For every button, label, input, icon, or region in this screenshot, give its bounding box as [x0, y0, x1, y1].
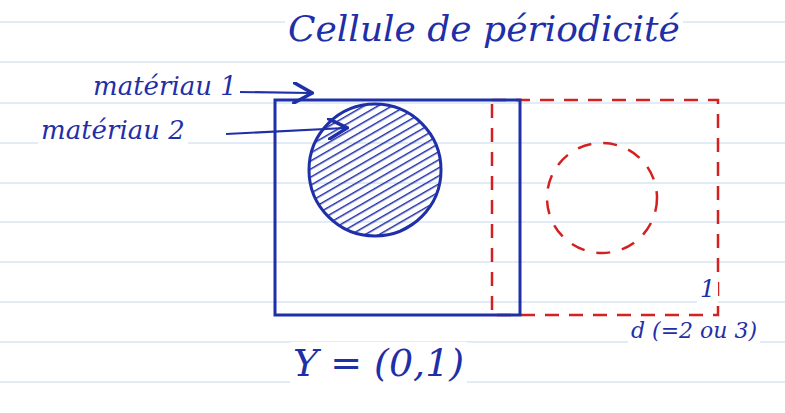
dimension-note: d (=2 ou 3): [628, 318, 760, 343]
inclusion-copy: [547, 143, 657, 253]
periodic-copy: [492, 100, 718, 315]
leader-arrow: [226, 128, 345, 134]
leader-arrow: [238, 92, 310, 93]
material-label: matériau 2: [38, 116, 188, 146]
ruled-lines: [0, 22, 785, 382]
cell-formula: Y = (0,1): [290, 342, 467, 386]
inclusion: [309, 104, 441, 236]
material-label: matériau 1: [90, 72, 240, 102]
side-length: 1: [697, 276, 718, 304]
title: Cellule de périodicité: [285, 8, 683, 49]
unit-cell: [275, 100, 520, 315]
